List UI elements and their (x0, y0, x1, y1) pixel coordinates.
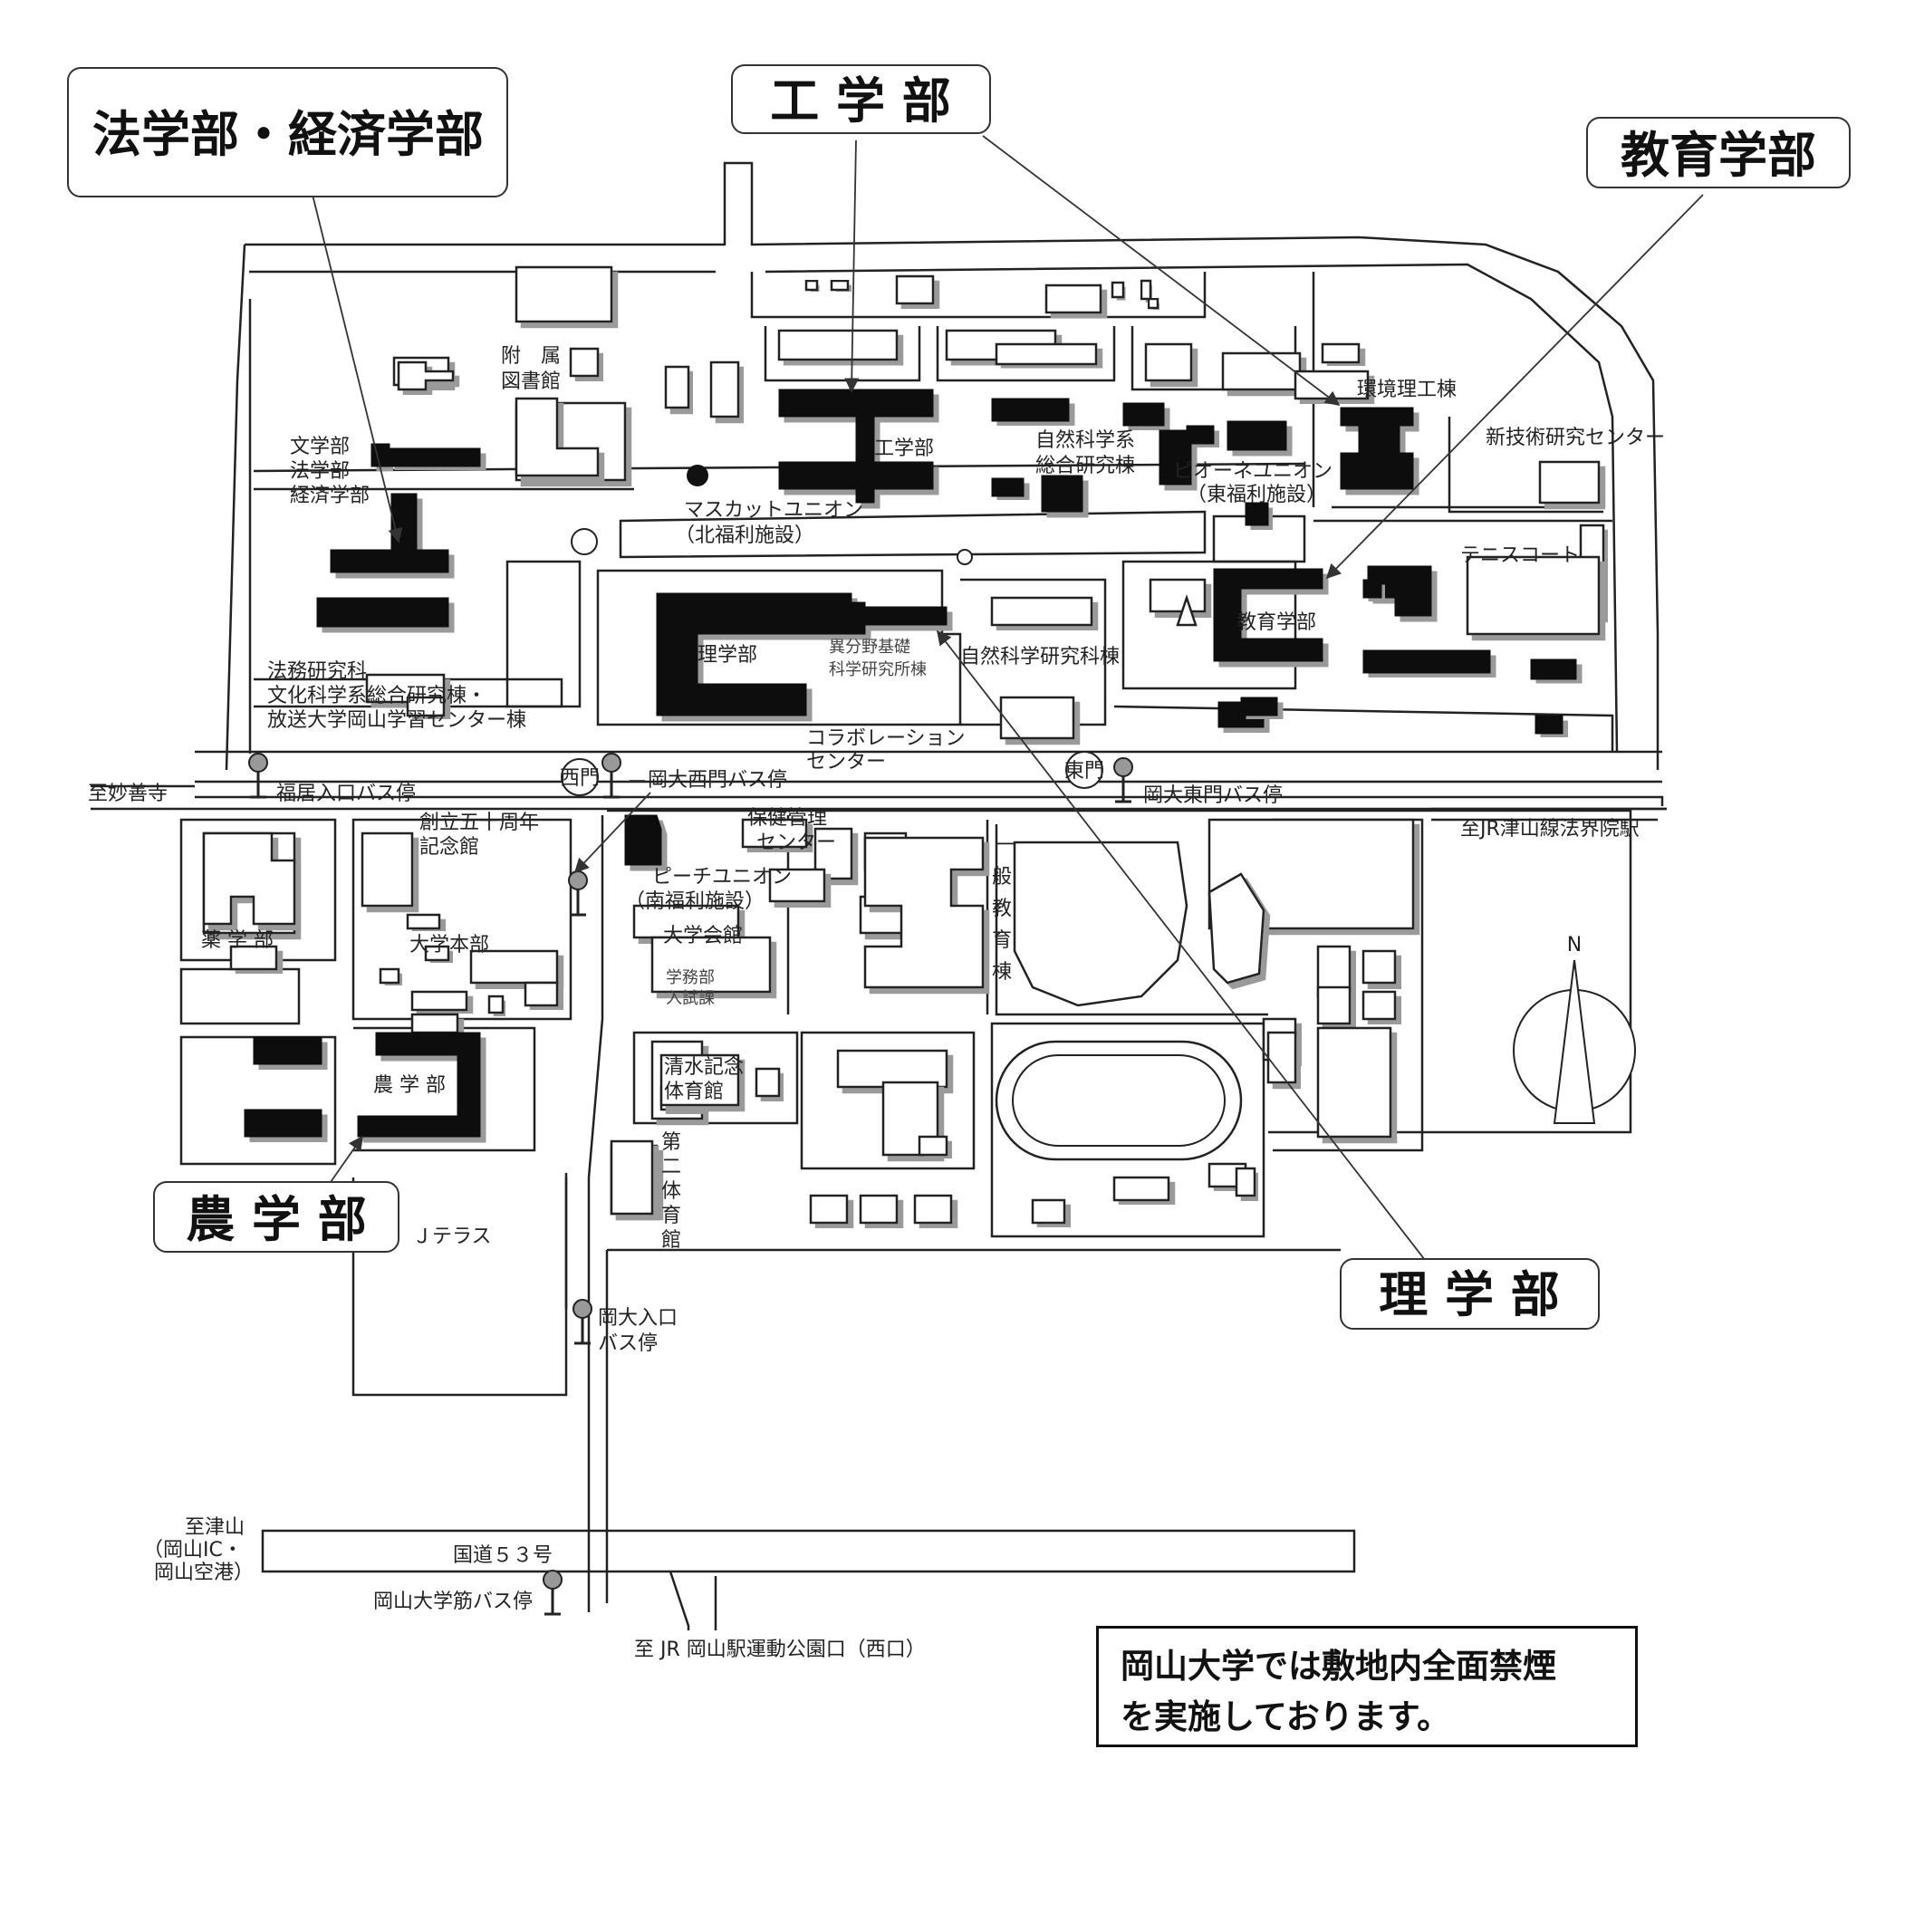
direction-tsuyama: （岡山IC・ (143, 1539, 243, 1562)
bus-stop-icon (248, 753, 268, 799)
direction-tsuyama-line: 至JR津山線法界院駅 (1460, 818, 1640, 841)
peach-union-label: ピーチユニオン (652, 866, 792, 889)
direction-tsuyama: 至津山 (185, 1516, 245, 1539)
bus-stop-icon (568, 870, 588, 917)
anniversary-hall-label: 記念館 (419, 836, 479, 859)
callout-agriculture-text: 農 学 部 (186, 1190, 367, 1248)
callout-engineering-text: 工 学 部 (770, 72, 951, 130)
gym2-label: 第 (661, 1131, 681, 1154)
science-label: 理学部 (698, 644, 757, 667)
callout-science (1340, 1258, 1600, 1330)
faculty-callouts: 法学部・経済学部 工 学 部 教育学部 農 学 部 理 学 部 (67, 64, 1851, 1330)
transit-labels: 福居入口バス停 岡大西門バス停 岡大東門バス停 岡大入口 バス停 岡山大学筋バス… (88, 769, 1640, 1661)
notice-line: を実施しております。 (1121, 1697, 1451, 1736)
gym2-label: 二 (661, 1156, 681, 1178)
health-center-label: センター (756, 831, 836, 854)
gym2-label: 館 (661, 1229, 681, 1252)
env-sci-eng-label: 環境理工棟 (1357, 379, 1457, 401)
health-center-label: 保健管理 (747, 807, 827, 830)
west-gate-label: 西門 (560, 767, 600, 790)
building-labels: 附 属 図書館 文学部 法学部 経済学部 工学部 マスカットユニオン （北福利施… (201, 345, 1665, 1252)
general-edu-label: 般 (992, 866, 1012, 889)
compass-icon: N (1513, 934, 1636, 1124)
peach-union-label: （南福利施設） (625, 890, 765, 913)
j-terrace-label: Ｊテラス (412, 1226, 492, 1248)
student-affairs-label: 学務部 (666, 968, 715, 987)
pione-union-label: （東福利施設） (1187, 484, 1326, 506)
interdisciplinary-label: 異分野基礎 (829, 638, 910, 657)
interdisciplinary-label: 科学研究所棟 (829, 660, 927, 679)
bus-stops (248, 753, 1133, 1616)
bus-stop-icon (572, 1299, 592, 1345)
agriculture-label: 農 学 部 (373, 1074, 446, 1097)
gates: 西門 東門 (560, 751, 1104, 796)
gym2-label: 体 (661, 1180, 681, 1203)
callout-science-text: 理 学 部 (1379, 1265, 1560, 1323)
muscat-union-label: （北福利施設） (675, 524, 814, 547)
collaboration-label: コラボレーション (806, 727, 966, 750)
no-smoking-notice: 岡山大学では敷地内全面禁煙 を実施しております。 (1096, 1626, 1638, 1747)
direction-tsuyama: 岡山空港） (154, 1562, 254, 1584)
pharmacy-label: 薬 学 部 (201, 929, 274, 952)
letters-label: 文学部 (290, 436, 350, 458)
general-edu-label: 棟 (992, 961, 1012, 984)
callout-engineering (731, 64, 991, 134)
faculty-buildings (244, 389, 1577, 1138)
pione-union-label: ピオーネユニオン (1173, 460, 1333, 483)
bus-stop-icon (1113, 757, 1133, 803)
univ-hall-label: 大学会館 (663, 925, 743, 947)
law-school-label: 文化科学系総合研究棟・ (267, 685, 486, 707)
bus-stop-icon (543, 1570, 563, 1616)
bus-stop-entrance-label: 岡大入口 (598, 1307, 678, 1330)
shimizu-gym-label: 清水記念 (664, 1056, 744, 1079)
general-edu-label: 教 (992, 898, 1012, 920)
route-53-label: 国道５３号 (453, 1544, 553, 1567)
engineering-label: 工学部 (874, 437, 934, 460)
natsci-grad-label: 自然科学系 (1035, 429, 1135, 452)
law-school-label: 放送大学岡山学習センター棟 (267, 709, 526, 732)
compass-label: N (1567, 934, 1582, 956)
general-edu-label: 育 (992, 929, 1012, 952)
letters-label: 経済学部 (290, 485, 370, 507)
education-label: 教育学部 (1236, 611, 1316, 634)
notice-line: 岡山大学では敷地内全面禁煙 (1121, 1647, 1556, 1686)
callout-law-economics-text: 法学部・経済学部 (92, 105, 484, 163)
letters-label: 法学部 (290, 460, 350, 483)
gym2-label: 育 (661, 1205, 681, 1227)
east-gate-label: 東門 (1064, 760, 1104, 783)
shimizu-gym-label: 体育館 (664, 1081, 724, 1103)
direction-myozenji: 至妙善寺 (88, 783, 168, 805)
admin-hq-label: 大学本部 (409, 934, 489, 956)
library-label: 附 属 (501, 345, 561, 368)
tennis-court-label: テニスコート (1460, 544, 1580, 567)
east-gate-marker (1065, 751, 1103, 789)
callout-agriculture (153, 1181, 399, 1253)
bus-stop-west-gate-label: 岡大西門バス停 (648, 769, 787, 792)
callout-education-text: 教育学部 (1621, 126, 1816, 184)
natsci-grad-label: 総合研究棟 (1035, 455, 1135, 477)
bus-stop-fukui-label: 福居入口バス停 (276, 783, 416, 805)
pointers (312, 135, 1704, 1269)
callout-law-economics (67, 67, 508, 197)
bus-stop-east-gate-label: 岡大東門バス停 (1143, 784, 1283, 807)
anniversary-hall-label: 創立五十周年 (419, 812, 539, 834)
bus-stop-entrance-label: バス停 (598, 1332, 658, 1355)
collaboration-label: センター (806, 751, 886, 774)
bus-stop-suji-label: 岡山大学筋バス停 (373, 1591, 533, 1613)
library-label: 図書館 (501, 370, 561, 393)
new-tech-center-label: 新技術研究センター (1486, 427, 1665, 449)
natsci-research-label: 自然科学研究科棟 (960, 646, 1120, 668)
west-gate-marker (561, 758, 599, 796)
buildings-outline (202, 265, 1605, 1225)
student-affairs-label: 入試課 (666, 989, 715, 1008)
general-edu-label: 一 (996, 834, 1016, 857)
direction-okayama-station: 至 JR 岡山駅運動公園口（西口） (634, 1639, 926, 1661)
law-school-label: 法務研究科 (267, 660, 367, 683)
bus-stop-icon (601, 753, 621, 799)
callout-education (1586, 117, 1851, 188)
muscat-union-label: マスカットユニオン (684, 499, 863, 522)
